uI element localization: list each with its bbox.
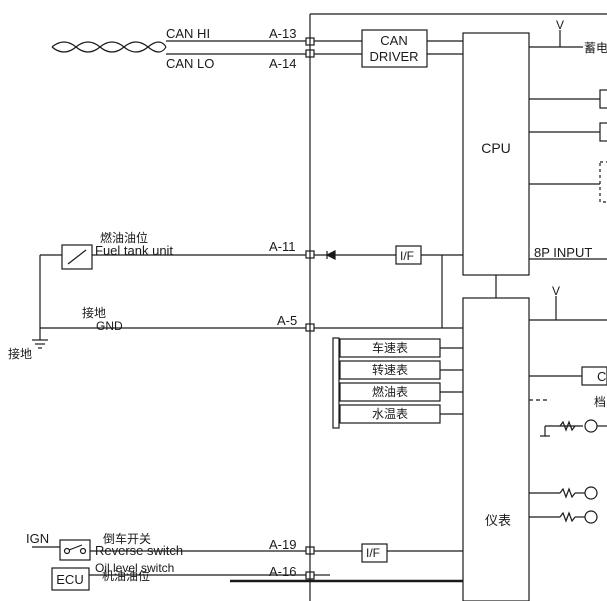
reverse-switch-blade <box>68 544 83 551</box>
can-twisted-pair <box>51 41 167 53</box>
oil-label-en: Oil level switch <box>95 561 174 575</box>
oil-label-cn: 机油油位 <box>102 568 150 583</box>
lamp-resistor-2 <box>559 487 576 499</box>
reverse-label-en: Reverse switch <box>95 543 183 558</box>
can-driver-label-1: CAN <box>380 33 407 48</box>
ign-label: IGN <box>26 531 49 546</box>
can-lo-label: CAN LO <box>166 56 214 71</box>
ground-symbol-label: 接地 <box>8 346 32 361</box>
cpu-input-label: 8P INPUT <box>534 245 592 260</box>
cluster-partial-box-label: C <box>597 369 606 384</box>
partial-box-3 <box>599 161 607 203</box>
fuel-diode <box>325 250 336 260</box>
indicator-lamp-1 <box>584 419 598 433</box>
gauge-temp-label: 水温表 <box>372 407 408 421</box>
partial-box-1 <box>599 89 607 109</box>
ground-label-cn: 接地 <box>82 305 106 320</box>
pin-a13-label: A-13 <box>269 26 296 41</box>
indicator-lamp-3 <box>584 510 598 524</box>
reverse-interface-box <box>361 543 388 563</box>
ecu-small-box <box>51 567 90 591</box>
pin-a19-label: A-19 <box>269 537 296 552</box>
reverse-switch-contact-1 <box>63 547 71 555</box>
cluster-box <box>462 297 530 601</box>
cluster-v-label: V <box>552 284 560 298</box>
gauge-speed-label: 车速表 <box>372 340 408 355</box>
cluster-partial-text: 档 <box>594 395 606 409</box>
lamp-resistor-1 <box>559 420 576 432</box>
fuel-label-en: Fuel tank unit <box>95 243 173 258</box>
pin-a14-label: A-14 <box>269 56 296 71</box>
reverse-label-cn: 倒车开关 <box>103 531 151 546</box>
indicator-lamp-2 <box>584 486 598 500</box>
ecu-label: ECU <box>56 572 83 587</box>
fuel-interface-label: I/F <box>400 249 414 263</box>
pin-a11-label: A-11 <box>269 239 296 254</box>
gauge-fuel-label: 燃油表 <box>372 384 408 399</box>
cpu-label: CPU <box>481 140 511 156</box>
pin-a5-label: A-5 <box>277 313 297 328</box>
partial-box-2 <box>599 122 607 142</box>
can-driver-label-2: DRIVER <box>369 49 418 64</box>
lamp-resistor-3 <box>559 511 576 523</box>
cpu-v-label: V <box>556 18 564 32</box>
cluster-label: 仪表 <box>485 514 511 529</box>
gauge-bracket <box>332 337 340 429</box>
reverse-switch-box <box>59 539 91 561</box>
ground-label-en: GND <box>96 319 123 333</box>
can-driver-box <box>361 29 428 68</box>
reverse-switch-contact-2 <box>79 547 87 555</box>
reverse-interface-label: I/F <box>366 546 380 560</box>
cluster-partial-box <box>581 366 607 386</box>
pin-a16-label: A-16 <box>269 564 296 579</box>
fuel-tank-sensor <box>61 244 93 270</box>
can-hi-label: CAN HI <box>166 26 210 41</box>
can-twisted-pair-2 <box>51 41 167 53</box>
fuel-label-cn: 燃油油位 <box>100 230 148 245</box>
battery-label: 蓄电 <box>584 41 607 55</box>
gauge-tach-label: 转速表 <box>372 362 408 377</box>
fuel-resistor-arrow <box>67 249 87 265</box>
